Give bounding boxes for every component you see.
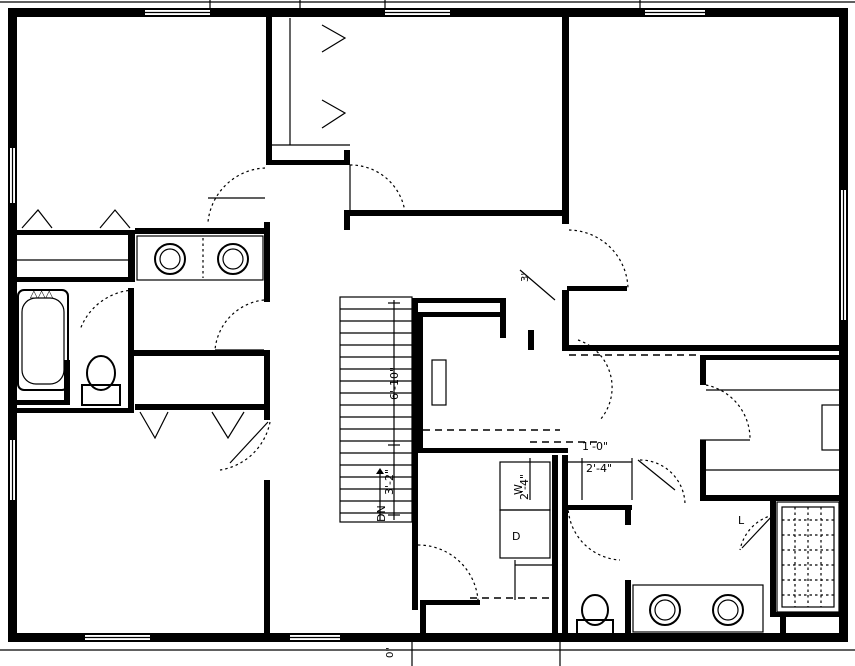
door-swings (79, 164, 774, 601)
dim-0-bottom: 0" (385, 647, 396, 658)
shelves (431, 359, 841, 471)
washer-dryer (499, 461, 552, 600)
bath-fixtures: △△△ (17, 235, 840, 635)
washer-label: W (512, 484, 525, 495)
stair-down-label: DN (375, 505, 388, 522)
dashed-openings (423, 354, 700, 599)
dim-2-4-a: 2'-4" (586, 462, 612, 475)
exterior-walls (8, 8, 848, 642)
dimension-labels: 3'-2" 6'-10" 1'-0" 2'-4" 2'-4" DN D W L … (375, 273, 745, 658)
dim-3-top: 3' (520, 273, 531, 282)
linen-label: L (738, 514, 745, 527)
dryer-label: D (512, 530, 520, 543)
dim-6-10: 6'-10" (388, 367, 401, 400)
dimension-ticks (529, 458, 633, 500)
staircase (339, 296, 413, 523)
svg-text:△△△: △△△ (30, 289, 53, 300)
dim-2-4-b: 2'-4" (518, 474, 531, 500)
dim-1-0: 1'-0" (582, 440, 608, 453)
dim-3-2: 3'-2" (383, 469, 396, 495)
closet-bifold-doors (17, 18, 350, 440)
interior-walls (10, 14, 847, 640)
